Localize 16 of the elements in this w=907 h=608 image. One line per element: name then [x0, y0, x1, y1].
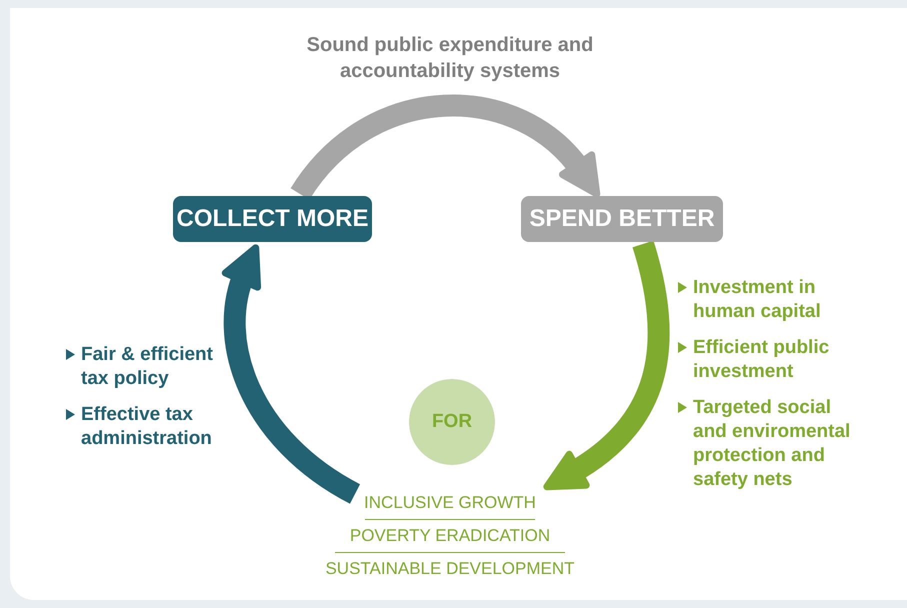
- node-label: COLLECT MORE: [176, 204, 368, 234]
- outcome-text: INCLUSIVE GROWTH: [364, 493, 536, 513]
- bullet-text: Targeted social and enviromental protection and safety nets: [693, 396, 852, 492]
- curved-arrow: [544, 241, 670, 492]
- outcome-text: POVERTY ERADICATION: [350, 526, 550, 546]
- outcome-text: SUSTAINABLE DEVELOPMENT: [325, 559, 575, 579]
- curved-arrow: [222, 244, 361, 504]
- node-label: FOR: [432, 410, 472, 434]
- bullet-text: Effective tax administration: [81, 403, 213, 451]
- process-box: [521, 196, 723, 242]
- heading-text: Sound public expenditure and accountability systems: [306, 33, 594, 84]
- bullet-text: Fair & efficient tax policy: [81, 343, 214, 391]
- bullet-text: Efficient public investment: [693, 336, 830, 384]
- process-box: [173, 196, 372, 242]
- bullet-text: Investment in human capital: [693, 276, 822, 324]
- node-label: SPEND BETTER: [529, 204, 715, 234]
